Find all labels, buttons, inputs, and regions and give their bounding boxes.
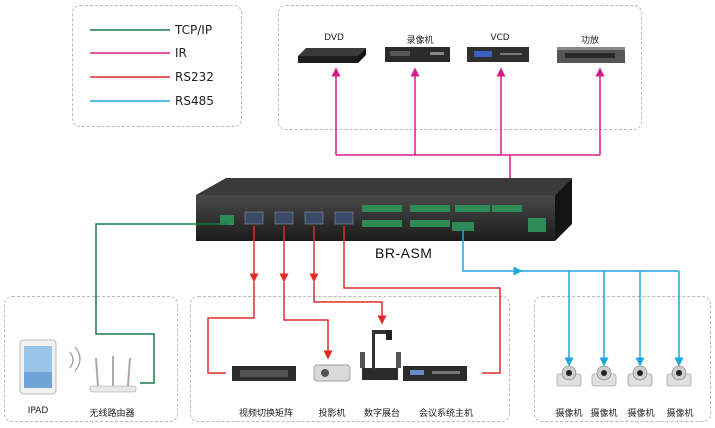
network-device-label: IPAD	[27, 406, 49, 416]
rs485-devices-box	[534, 296, 711, 422]
legend-label-rs485: RS485	[175, 94, 214, 108]
tcpip-wiring	[95, 223, 226, 384]
ptz-camera-icon	[556, 365, 582, 387]
network-device-label: 无线路由器	[89, 409, 135, 419]
ir-device-label: 录像机	[406, 36, 434, 46]
legend-label-tcpip: TCP/IP	[175, 23, 213, 37]
network-devices-box	[4, 296, 178, 422]
rs232-device-label: 会议系统主机	[418, 409, 474, 419]
ir-wiring	[331, 67, 605, 205]
legend-label-ir: IR	[175, 46, 187, 60]
ptz-camera-icon	[666, 365, 692, 387]
vcd-player-icon	[467, 47, 529, 62]
ir-device-label: 功放	[580, 36, 600, 46]
legend-box	[72, 5, 242, 127]
ir-device-label: DVD	[324, 33, 344, 43]
rs232-devices-box	[190, 296, 510, 422]
rs485-wiring	[462, 230, 684, 367]
ipad-icon	[19, 339, 57, 395]
video-matrix-switcher-icon	[232, 366, 296, 381]
document-camera-icon	[360, 330, 401, 380]
br-asm-controller-icon	[196, 178, 572, 241]
wireless-router-icon	[69, 346, 137, 393]
rs232-device-label: 视频切换矩阵	[238, 409, 294, 419]
ptz-camera-icon	[591, 365, 617, 387]
rs232-device-label: 投影机	[318, 409, 346, 419]
rs485-device-label: 摄像机	[555, 409, 583, 419]
dvd-player-icon	[298, 48, 366, 63]
ir-device-label: VCD	[490, 33, 510, 43]
rs485-device-label: 摄像机	[666, 409, 694, 419]
projector-icon	[313, 364, 351, 382]
video-recorder-icon	[385, 47, 450, 62]
main-device-label: BR-ASM	[375, 245, 433, 261]
ir-devices-box	[278, 5, 642, 130]
rs485-device-label: 摄像机	[590, 409, 618, 419]
rs232-device-label: 数字展台	[363, 409, 401, 419]
amplifier-icon	[557, 47, 625, 63]
rs485-device-label: 摄像机	[627, 409, 655, 419]
rs232-wiring	[207, 226, 501, 374]
ptz-camera-icon	[627, 365, 653, 387]
conference-system-host-icon	[403, 366, 467, 381]
legend-label-rs232: RS232	[175, 70, 214, 84]
